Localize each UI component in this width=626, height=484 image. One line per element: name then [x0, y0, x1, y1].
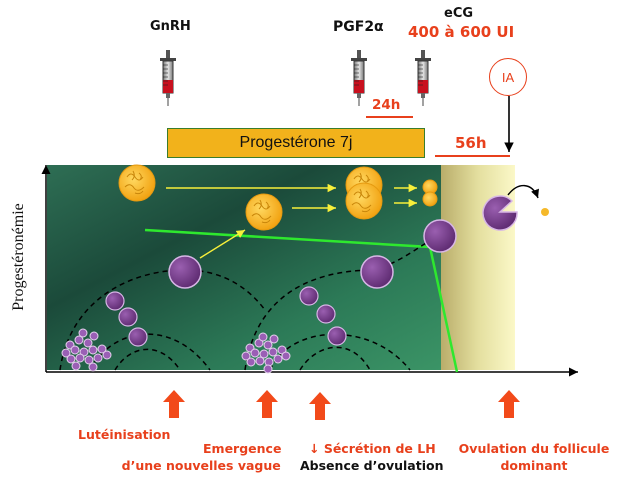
- event-emergence: Emergence d’une nouvelles vague: [121, 440, 282, 474]
- gnrh-label: GnRH: [150, 19, 191, 34]
- pgf-syringe-icon: [350, 49, 368, 107]
- lh-line1: ↓ Sécrétion de LH: [309, 441, 436, 456]
- ecg-label: eCG: [444, 6, 474, 21]
- event-arrows: [163, 390, 520, 420]
- progesterone-treatment-bar: Progestérone 7j: [167, 128, 425, 158]
- corpus-luteum-1-icon: [118, 164, 156, 202]
- ovulating-follicle: [482, 195, 518, 231]
- luteinisation-text: Lutéinisation: [78, 427, 171, 442]
- follicle-cluster-2: [241, 332, 291, 374]
- follicle-cluster-1: [61, 328, 112, 372]
- yellow-arrows: [166, 183, 417, 259]
- emergence-line2: d’une nouvelles vague: [121, 458, 281, 473]
- ovulation-line2: dominant: [500, 458, 568, 473]
- lh-line2: Absence d’ovulation: [300, 458, 444, 473]
- ia-label: IA: [501, 69, 515, 85]
- y-axis-label: Progestéronémie: [10, 203, 27, 311]
- medium-follicles: [105, 286, 347, 347]
- progesterone-label: Progestérone 7j: [239, 134, 353, 151]
- ovulation-curved-arrow: [507, 184, 539, 199]
- insemination-circle: IA: [489, 58, 527, 96]
- dominant-follicle-1: [168, 255, 202, 289]
- interval-24h-label: 24h: [372, 97, 401, 113]
- corpus-luteum-2-icon: [245, 193, 283, 231]
- event-ovulation: Ovulation du follicule dominant: [454, 440, 614, 474]
- ecg-dose-label: 400 à 600 UI: [408, 23, 515, 41]
- regressing-corpus-luteum-icon: [422, 179, 438, 207]
- preovulatory-follicle: [423, 219, 457, 253]
- ecg-syringe-icon: [414, 49, 432, 107]
- gnrh-syringe-icon: [159, 49, 177, 107]
- event-luteinisation: Lutéinisation: [78, 426, 170, 443]
- emergence-line1: Emergence: [203, 441, 282, 456]
- interval-56h-label: 56h: [455, 134, 487, 152]
- event-lh: ↓ Sécrétion de LH Absence d’ovulation: [300, 440, 443, 474]
- dominant-follicle-2: [360, 255, 394, 289]
- oocyte-dot: [541, 208, 549, 216]
- ovulation-line1: Ovulation du follicule: [458, 441, 610, 456]
- pgf-label: PGF2α: [333, 19, 384, 35]
- corpus-luteum-4-icon: [345, 182, 383, 220]
